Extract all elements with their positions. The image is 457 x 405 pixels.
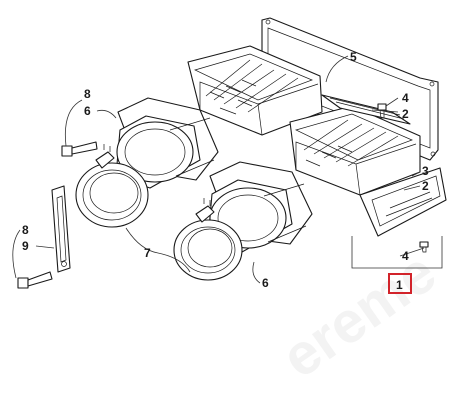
callout-labels: 8 6 8 9 7 6 5 4 2 3 2 4 1 bbox=[22, 50, 429, 294]
callout-7: 7 bbox=[144, 246, 151, 260]
callout-5: 5 bbox=[350, 50, 357, 64]
watermark-text: ereme bbox=[270, 239, 447, 390]
screw-upper bbox=[377, 103, 387, 119]
intake-adapter-lower bbox=[207, 161, 313, 253]
screw-lower bbox=[419, 241, 429, 253]
clamp-ring-lower bbox=[173, 198, 243, 281]
bolt-upper bbox=[61, 141, 98, 157]
callout-6-upper: 6 bbox=[84, 104, 91, 118]
callout-1-highlight-box bbox=[388, 273, 412, 294]
callout-2-upper: 2 bbox=[402, 107, 409, 121]
callout-3: 3 bbox=[422, 164, 429, 178]
leader-lines bbox=[12, 55, 443, 284]
callout-1: 1 bbox=[396, 278, 403, 292]
base-gasket bbox=[359, 167, 447, 237]
reed-plate bbox=[321, 94, 411, 125]
clamp-ring-upper bbox=[75, 144, 149, 228]
callout-4-upper: 4 bbox=[402, 91, 409, 105]
callout-8-upper: 8 bbox=[84, 87, 91, 101]
callout-6-lower: 6 bbox=[262, 276, 269, 290]
callout-9: 9 bbox=[22, 239, 29, 253]
bracket-strap bbox=[51, 185, 71, 273]
callout-4-lower: 4 bbox=[402, 249, 409, 263]
reed-cage-upper bbox=[187, 45, 323, 136]
bolt-lower bbox=[17, 271, 53, 289]
intake-adapter-upper bbox=[115, 97, 219, 189]
callout-8-lower: 8 bbox=[22, 223, 29, 237]
callout-2-lower: 2 bbox=[422, 179, 429, 193]
